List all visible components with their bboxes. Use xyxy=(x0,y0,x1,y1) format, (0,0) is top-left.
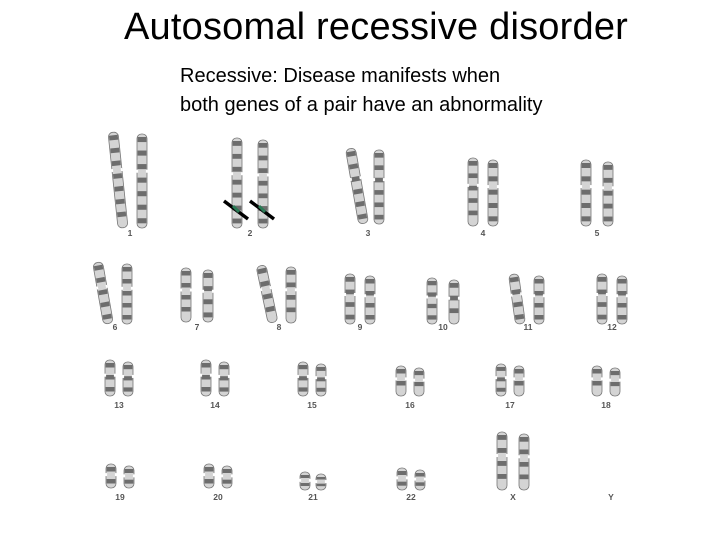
chromosome-15-b xyxy=(315,363,327,397)
chromosome-pair-10: 10 xyxy=(426,277,460,332)
chromosome-label-15: 15 xyxy=(307,400,317,410)
chromosome-11-a xyxy=(508,273,526,325)
subtitle-line-2: both genes of a pair have an abnormality xyxy=(180,94,543,116)
chromosome-9-a xyxy=(344,273,356,325)
chromosome-label-21: 21 xyxy=(308,492,318,502)
chromosome-pair-7: 7 xyxy=(180,267,214,332)
chromosome-pair-3: 3 xyxy=(345,148,385,238)
chromosome-6-a xyxy=(93,261,113,325)
chromosome-6-b xyxy=(121,263,133,325)
chromosome-label-16: 16 xyxy=(405,400,415,410)
chromosome-12-b xyxy=(616,275,628,325)
chromosome-8-a xyxy=(256,265,278,323)
chromosome-16-b xyxy=(413,367,425,397)
chromosome-label-14: 14 xyxy=(210,400,220,410)
chromosome-13-b xyxy=(122,361,134,397)
chromosome-pair-19: 19 xyxy=(105,463,135,502)
chromosome-22-a xyxy=(396,467,408,491)
chromosome-3-b xyxy=(373,149,385,225)
chromosome-10-b xyxy=(448,279,460,325)
chromosome-20-b xyxy=(221,465,233,489)
chromosome-label-4: 4 xyxy=(481,228,486,238)
chromosome-1-a xyxy=(108,131,128,229)
chromosome-x-b xyxy=(518,433,530,491)
subtitle: Recessive: Disease manifests when both g… xyxy=(180,62,542,120)
chromosome-pair-12: 12 xyxy=(596,273,628,332)
chromosome-label-13: 13 xyxy=(114,400,124,410)
chromosome-pair-5: 5 xyxy=(580,159,614,238)
chromosome-label-17: 17 xyxy=(505,400,515,410)
chromosome-label-x: X xyxy=(510,492,516,502)
chromosome-13-a xyxy=(104,359,116,397)
chromosome-pair-2: 2 xyxy=(231,137,269,238)
chromosome-label-18: 18 xyxy=(601,400,611,410)
abnormality-highlight-2 xyxy=(257,204,267,214)
chromosome-21-a xyxy=(299,471,311,491)
chromosome-x-a xyxy=(496,431,508,491)
chromosome-pair-y: Y xyxy=(608,492,614,502)
chromosome-4-b xyxy=(487,159,499,227)
chromosome-pair-17: 17 xyxy=(495,363,525,410)
chromosome-7-b xyxy=(202,269,214,323)
chromosome-14-a xyxy=(200,359,212,397)
chromosome-pair-9: 9 xyxy=(344,273,376,332)
chromosome-10-a xyxy=(426,277,438,325)
chromosome-15-a xyxy=(297,361,309,397)
chromosome-22-b xyxy=(414,469,426,491)
chromosome-pair-14: 14 xyxy=(200,359,230,410)
chromosome-pair-11: 11 xyxy=(508,273,545,332)
chromosome-17-b xyxy=(513,365,525,397)
chromosome-11-b xyxy=(533,275,545,325)
chromosome-pair-20: 20 xyxy=(203,463,233,502)
chromosome-label-y: Y xyxy=(608,492,614,502)
chromosome-label-1: 1 xyxy=(128,228,133,238)
chromosome-label-20: 20 xyxy=(213,492,223,502)
chromosome-pair-21: 21 xyxy=(299,471,327,502)
chromosome-label-10: 10 xyxy=(438,322,448,332)
subtitle-line-1: Recessive: Disease manifests when xyxy=(180,65,501,87)
chromosome-14-b xyxy=(218,361,230,397)
chromosome-pair-15: 15 xyxy=(297,361,327,410)
chromosome-label-7: 7 xyxy=(195,322,200,332)
chromosome-9-b xyxy=(364,275,376,325)
chromosome-label-22: 22 xyxy=(406,492,416,502)
chromosome-pair-8: 8 xyxy=(256,265,297,332)
chromosome-pair-22: 22 xyxy=(396,467,426,502)
chromosome-pair-x: X xyxy=(496,431,530,502)
chromosome-7-a xyxy=(180,267,192,323)
slide-title: Autosomal recessive disorder xyxy=(123,6,629,48)
chromosome-label-8: 8 xyxy=(277,322,282,332)
chromosome-pair-4: 4 xyxy=(467,157,499,238)
chromosome-label-2: 2 xyxy=(248,228,253,238)
chromosome-19-b xyxy=(123,465,135,489)
chromosome-3-a xyxy=(345,148,369,224)
chromosome-pair-1: 1 xyxy=(108,131,148,238)
chromosome-label-6: 6 xyxy=(113,322,118,332)
chromosome-pair-6: 6 xyxy=(93,261,133,332)
chromosome-label-12: 12 xyxy=(607,322,617,332)
chromosome-19-a xyxy=(105,463,117,489)
chromosome-pair-18: 18 xyxy=(591,365,621,410)
chromosome-8-b xyxy=(285,266,297,324)
chromosome-pair-16: 16 xyxy=(395,365,425,410)
chromosome-pair-13: 13 xyxy=(104,359,134,410)
chromosome-16-a xyxy=(395,365,407,397)
chromosome-4-a xyxy=(467,157,479,227)
abnormality-highlight-1 xyxy=(231,204,241,214)
chromosome-5-a xyxy=(580,159,592,227)
chromosome-12-a xyxy=(596,273,608,325)
chromosome-1-b xyxy=(136,133,148,229)
chromosome-5-b xyxy=(602,161,614,227)
chromosome-label-19: 19 xyxy=(115,492,125,502)
chromosome-17-a xyxy=(495,363,507,397)
chromosome-label-11: 11 xyxy=(524,322,533,332)
chromosome-21-b xyxy=(315,473,327,491)
chromosome-18-b xyxy=(609,367,621,397)
chromosome-18-a xyxy=(591,365,603,397)
chromosome-20-a xyxy=(203,463,215,489)
chromosome-label-3: 3 xyxy=(366,228,371,238)
chromosome-label-9: 9 xyxy=(358,322,363,332)
chromosome-label-5: 5 xyxy=(595,228,600,238)
